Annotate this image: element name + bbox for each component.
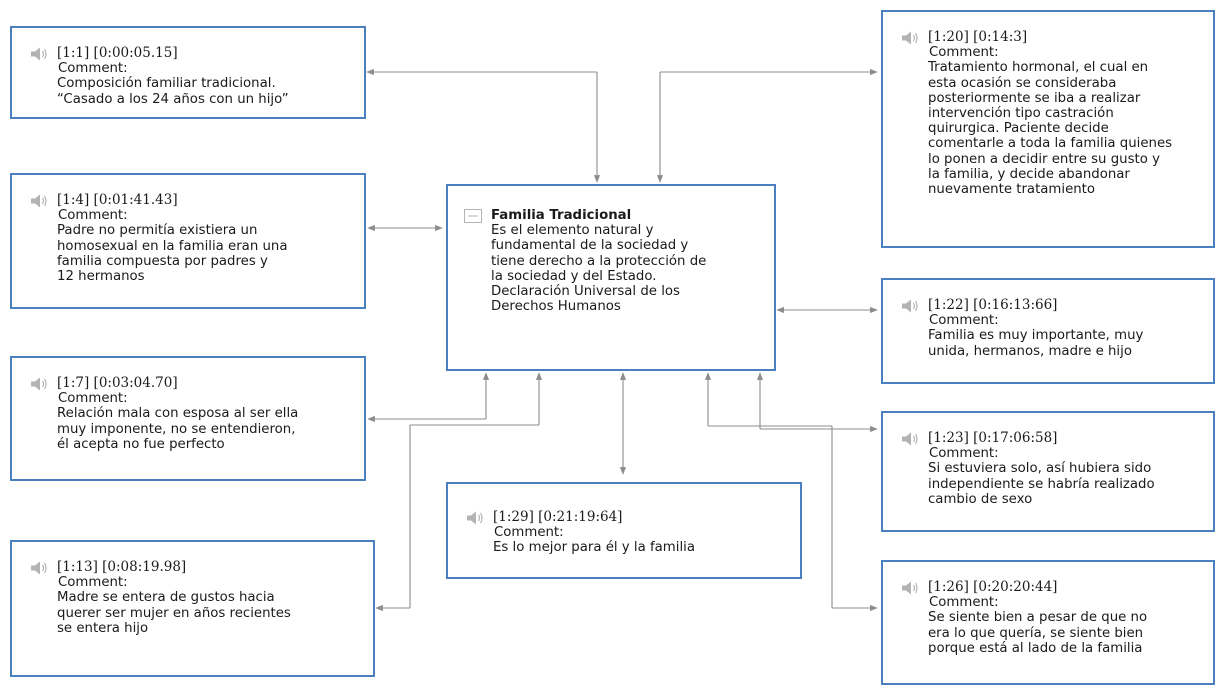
connector-q1-26 [704,372,878,612]
quote-comment: Relación mala con esposa al ser ella muy… [57,406,299,452]
quote-node-1-7[interactable]: [1:7] [0:03:04.70]Comment:Relación mala … [10,356,366,481]
quote-node-1-13[interactable]: [1:13] [0:08:19.98]Comment:Madre se ente… [10,540,375,677]
connector-q1-7 [367,372,490,423]
quote-node-1-22[interactable]: [1:22] [0:16:13:66]Comment:Familia es mu… [881,278,1215,384]
speaker-icon [31,561,47,575]
quote-node-1-1[interactable]: [1:1] [0:00:05.15]Comment:Composición fa… [10,26,366,119]
central-title: Familia Tradicional [491,208,632,223]
quote-comment: Se siente bien a pesar de que no era lo … [928,610,1148,656]
quote-reference: [1:26] [0:20:20:44] [928,579,1058,595]
speaker-icon [467,511,483,525]
quote-reference: [1:23] [0:17:06:58] [928,430,1058,446]
central-text: Familia Tradicional Es el elemento natur… [491,208,766,314]
speaker-icon [902,581,918,595]
speaker-icon [902,299,918,313]
comment-label: Comment: [58,208,128,224]
comment-label: Comment: [58,575,128,591]
quote-comment: Familia es muy importante, muy unida, he… [928,328,1144,359]
speaker-icon [902,31,918,45]
comment-label: Comment: [929,446,999,462]
connector-q1-1 [366,68,601,183]
quote-node-1-4[interactable]: [1:4] [0:01:41.43]Comment:Padre no permi… [10,173,366,309]
comment-label: Comment: [494,525,564,541]
quote-reference: [1:1] [0:00:05.15] [57,45,178,61]
quote-reference: [1:7] [0:03:04.70] [57,375,178,391]
comment-label: Comment: [58,391,128,407]
quote-comment: Tratamiento hormonal, el cual en esta oc… [928,60,1173,198]
memo-icon [464,209,482,223]
quote-comment: Madre se entera de gustos hacia querer s… [57,590,291,636]
comment-label: Comment: [929,595,999,611]
quote-reference: [1:4] [0:01:41.43] [57,192,178,208]
quote-node-1-23[interactable]: [1:23] [0:17:06:58]Comment:Si estuviera … [881,411,1215,532]
quote-node-1-26[interactable]: [1:26] [0:20:20:44]Comment:Se siente bie… [881,560,1215,685]
comment-label: Comment: [58,61,128,77]
quote-reference: [1:22] [0:16:13:66] [928,297,1058,313]
comment-label: Comment: [929,313,999,329]
quote-reference: [1:13] [0:08:19.98] [57,559,187,575]
quote-node-1-20[interactable]: [1:20] [0:14:3]Comment:Tratamiento hormo… [881,10,1215,248]
quote-comment: Composición familiar tradicional. “Casad… [57,76,289,107]
connector-q1-13 [375,372,543,612]
central-description: Es el elemento natural y fundamental de … [491,223,707,315]
connector-q1-23 [756,372,878,433]
speaker-icon [31,47,47,61]
speaker-icon [31,377,47,391]
quote-comment: Si estuviera solo, así hubiera sido inde… [928,461,1155,507]
quote-reference: [1:20] [0:14:3] [928,29,1028,45]
connector-q1-20 [656,68,878,183]
central-code-node[interactable]: Familia Tradicional Es el elemento natur… [446,184,776,371]
quote-comment: Es lo mejor para él y la familia [493,540,695,556]
quote-reference: [1:29] [0:21:19:64] [493,509,623,525]
quote-node-1-29[interactable]: [1:29] [0:21:19:64]Comment:Es lo mejor p… [446,482,802,579]
speaker-icon [31,194,47,208]
speaker-icon [902,432,918,446]
comment-label: Comment: [929,45,999,61]
quote-comment: Padre no permitía existiera un homosexua… [57,223,288,285]
